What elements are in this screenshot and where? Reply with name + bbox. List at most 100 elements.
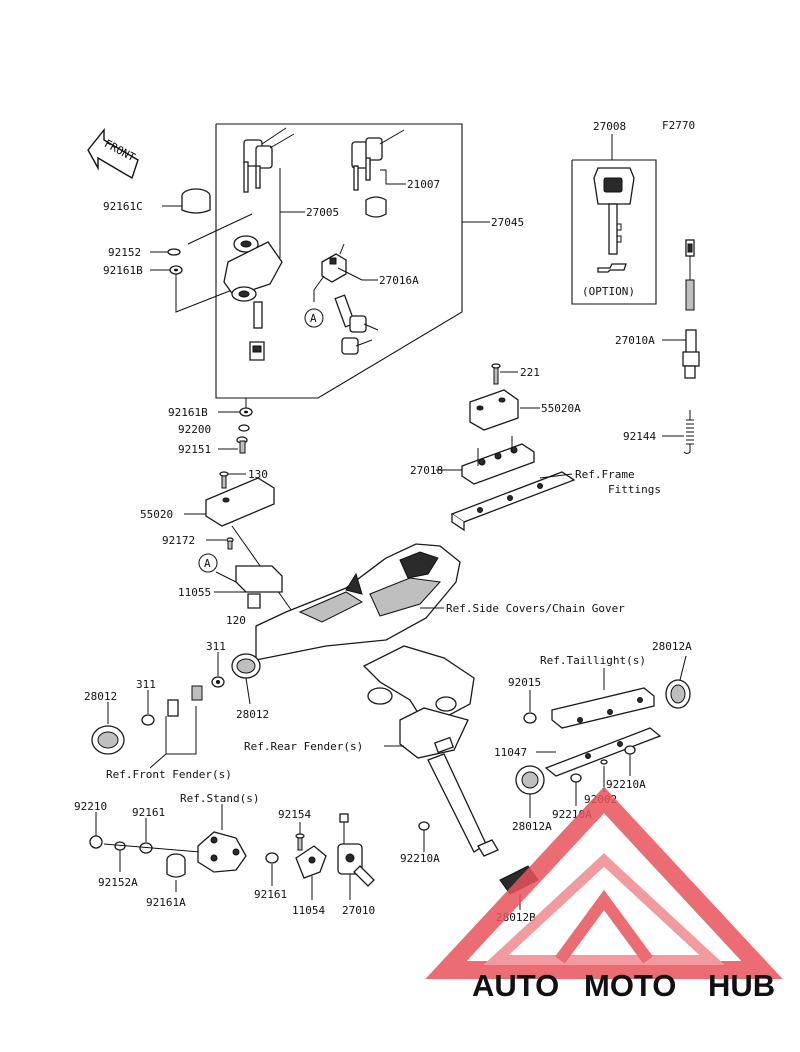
key-set-27005 xyxy=(243,127,295,193)
label-92151: 92151 xyxy=(178,443,211,456)
label-92152: 92152 xyxy=(108,246,141,259)
watermark-hub: HUB xyxy=(708,968,775,1003)
bracket-55020a xyxy=(469,389,519,431)
watermark-auto: AUTO xyxy=(472,968,559,1003)
ignition-switch-body xyxy=(223,235,283,361)
stand-bracket-ref xyxy=(197,831,247,873)
rear-fender-ref xyxy=(362,645,499,857)
label-130: 130 xyxy=(248,468,268,481)
nut-92015 xyxy=(523,712,537,724)
key-pair-icon xyxy=(334,294,379,355)
front-arrow-icon: FRONT xyxy=(87,128,139,180)
ref-frame-line2: Fittings xyxy=(608,483,661,496)
label-311-a: 311 xyxy=(206,640,226,653)
label-92161b-top: 92161B xyxy=(103,264,143,277)
label-92015: 92015 xyxy=(508,676,541,689)
label-27010a: 27010A xyxy=(615,334,655,347)
bolt-92151 xyxy=(236,436,248,454)
option-key-frame xyxy=(571,159,657,305)
reference-a-icon xyxy=(304,308,324,328)
ref-stand: Ref.Stand(s) xyxy=(180,792,259,805)
label-28012a-top: 28012A xyxy=(652,640,692,653)
label-221: 221 xyxy=(520,366,540,379)
label-27010: 27010 xyxy=(342,904,375,917)
label-92172: 92172 xyxy=(162,534,195,547)
reflector-28012-left xyxy=(91,725,125,755)
bolt-221 xyxy=(491,363,501,385)
label-11047: 11047 xyxy=(494,746,527,759)
ignition-group-frame xyxy=(215,123,463,399)
label-92161c: 92161C xyxy=(103,200,143,213)
label-11055: 11055 xyxy=(178,586,211,599)
label-92154: 92154 xyxy=(278,808,311,821)
washer-92152 xyxy=(167,248,181,256)
switch-27010a xyxy=(682,239,700,379)
label-92210: 92210 xyxy=(74,800,107,813)
label-27045: 27045 xyxy=(491,216,524,229)
label-27005: 27005 xyxy=(306,206,339,219)
label-92152a: 92152A xyxy=(98,876,138,889)
label-92210a-r1: 92210A xyxy=(606,778,646,791)
nut-92161-b xyxy=(265,852,279,864)
bolt-92002 xyxy=(600,759,608,765)
label-28012a-low: 28012A xyxy=(512,820,552,833)
label-28012-left: 28012 xyxy=(84,690,117,703)
ref-front-fender: Ref.Front Fender(s) xyxy=(106,768,232,781)
label-27016a: 27016A xyxy=(379,274,419,287)
label-92161a: 92161A xyxy=(146,896,186,909)
label-27018: 27018 xyxy=(410,464,443,477)
reflector-28012a-top xyxy=(665,679,691,709)
seat-lock-27016a xyxy=(313,243,379,355)
watermark-moto: MOTO xyxy=(584,968,676,1003)
frame-fitting-ref xyxy=(450,471,576,532)
label-55020: 55020 xyxy=(140,508,173,521)
key-set-21007 xyxy=(351,129,405,218)
label-120: 120 xyxy=(226,614,246,627)
label-circle-a: A xyxy=(310,312,317,325)
blank-key-27008 xyxy=(593,167,635,273)
spring-92144 xyxy=(683,410,694,454)
bushing-92161a xyxy=(166,853,186,878)
label-55020a: 55020A xyxy=(541,402,581,415)
bolt-130 xyxy=(219,471,229,489)
washer-92200 xyxy=(238,424,250,432)
label-11054: 11054 xyxy=(292,904,325,917)
reflector-28012a-low xyxy=(515,765,545,795)
label-21007: 21007 xyxy=(407,178,440,191)
label-92200: 92200 xyxy=(178,423,211,436)
side-cover-ref xyxy=(255,543,461,661)
nut-92210a-center xyxy=(418,821,430,831)
nut-92210 xyxy=(89,835,103,849)
bracket-55020 xyxy=(205,477,275,527)
label-92161b-low: 92161B xyxy=(168,406,208,419)
label-311-b: 311 xyxy=(136,678,156,691)
label-92161-b: 92161 xyxy=(254,888,287,901)
automotohub-logo xyxy=(425,786,783,979)
stud-311-b xyxy=(141,685,203,726)
ref-rear-fender: Ref.Rear Fender(s) xyxy=(244,740,363,753)
option-label: (OPTION) xyxy=(582,285,635,298)
washer-92161b-low xyxy=(239,407,253,417)
bolt-92172 xyxy=(226,537,234,550)
label-92161-a: 92161 xyxy=(132,806,165,819)
reference-a2-icon xyxy=(198,553,218,573)
ref-frame-line1: Ref.Frame xyxy=(575,468,635,481)
bracket-11047 xyxy=(544,687,662,777)
nut-92210a-r1 xyxy=(624,745,636,755)
bracket-11054 xyxy=(295,845,327,879)
washer-92161b-top xyxy=(169,265,183,275)
stand-switch-27010 xyxy=(337,813,375,887)
ref-taillight: Ref.Taillight(s) xyxy=(540,654,646,667)
nut-311-a xyxy=(211,676,225,688)
label-92144: 92144 xyxy=(623,430,656,443)
nut-92210a-r2 xyxy=(570,773,582,783)
label-92210a-c: 92210A xyxy=(400,852,440,865)
bolt-92154 xyxy=(295,833,305,851)
reflector-28012-mid xyxy=(231,653,261,679)
label-27008: 27008 xyxy=(593,120,626,133)
cap-92161c xyxy=(181,188,211,214)
figure-code: F2770 xyxy=(662,119,695,132)
ref-side-covers: Ref.Side Covers/Chain Gover xyxy=(446,602,625,615)
